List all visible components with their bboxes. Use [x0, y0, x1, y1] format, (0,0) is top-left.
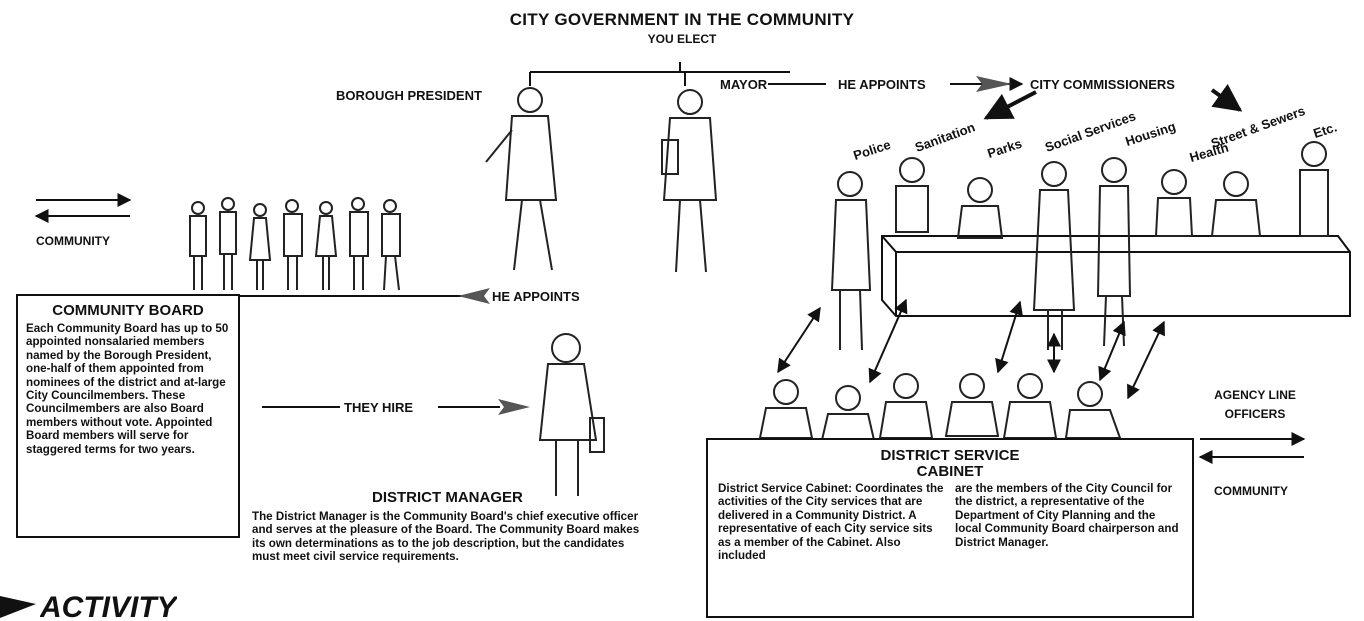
activity-fragment: ACTIVITY [40, 594, 177, 621]
community-board-figures [189, 197, 401, 291]
mayor-label: MAYOR [720, 77, 768, 92]
he-appoints-board-label: HE APPOINTS [492, 289, 580, 304]
cabinet-text-col2: are the members of the City Council for … [955, 482, 1179, 549]
community-right-label: COMMUNITY [1214, 484, 1288, 498]
district-service-cabinet-box: DISTRICT SERVICE CABINET District Servic… [706, 438, 1194, 618]
community-board-box: COMMUNITY BOARD Each Community Board has… [16, 294, 240, 538]
agency-line-officers-label: AGENCY LINE OFFICERS [1214, 388, 1296, 421]
cabinet-heading-line1: DISTRICT SERVICE [880, 447, 1020, 464]
cabinet-figures [758, 373, 1122, 441]
borough-president-label: BOROUGH PRESIDENT [336, 88, 482, 103]
shaded-arrow-hire [498, 399, 530, 415]
community-board-heading: COMMUNITY BOARD [52, 302, 204, 319]
commissioners-down-right-arrow [1210, 83, 1243, 112]
cabinet-text-col1: District Service Cabinet: Coordinates th… [718, 482, 944, 563]
city-commissioners-label: CITY COMMISSIONERS [1030, 77, 1175, 92]
elect-bracket [529, 62, 790, 86]
district-manager-figure [538, 333, 605, 496]
district-manager-label: DISTRICT MANAGER [372, 489, 523, 506]
borough-president-figure [485, 87, 558, 271]
liaison-arrows [777, 298, 1165, 400]
they-hire-label: THEY HIRE [344, 400, 414, 415]
district-manager-text: The District Manager is the Community Bo… [252, 510, 640, 564]
commissioners-down-left-arrow [983, 90, 1037, 120]
you-elect-label: YOU ELECT [647, 32, 717, 46]
shaded-arrow-board [458, 288, 490, 304]
community-left-label: COMMUNITY [36, 234, 110, 248]
cabinet-heading-line2: CABINET [916, 463, 984, 480]
diagram-title: CITY GOVERNMENT IN THE COMMUNITY [509, 10, 855, 29]
mayor-figure [661, 89, 718, 273]
he-appoints-top-label: HE APPOINTS [838, 77, 926, 92]
community-board-text: Each Community Board has up to 50 appoin… [26, 322, 229, 456]
commissioners-table [881, 235, 1351, 317]
shaded-arrow-top [976, 76, 1012, 92]
shaded-arrow-bottom [0, 596, 36, 618]
